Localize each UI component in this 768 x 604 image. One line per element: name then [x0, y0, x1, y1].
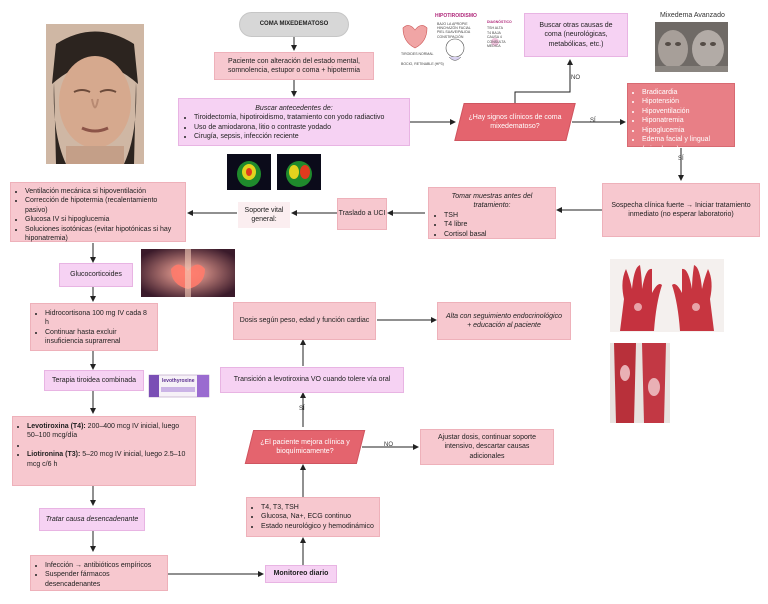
monitor-list-node: T4, T3, TSH Glucosa, Na+, ECG continuo E… — [246, 497, 380, 537]
sign-item: Hipoventilación — [642, 107, 729, 116]
monitor-item: Glucosa, Na+, ECG continuo — [261, 512, 374, 521]
thyroid-doses-node: Levotiroxina (T4): 200–400 mcg IV inicia… — [12, 416, 196, 486]
hydrocortisone-node: Hidrocortisona 100 mg IV cada 8 h Contin… — [30, 303, 158, 351]
dose-item: Levotiroxina (T4): 200–400 mcg IV inicia… — [27, 422, 190, 441]
patient-node: Paciente con alteración del estado menta… — [214, 52, 374, 80]
sample-item: T4 libre — [444, 220, 549, 229]
history-node: Buscar antecedentes de: Tiroidectomía, h… — [178, 98, 410, 146]
sign-item: Hiponatremia — [642, 116, 729, 125]
discharge-node: Alta con seguimiento endocrinológico + e… — [437, 302, 571, 340]
samples-list: TSH T4 libre Cortisol basal — [435, 211, 549, 239]
history-title: Buscar antecedentes de: — [255, 105, 333, 112]
hands-edema-photo — [610, 259, 724, 332]
history-item: Cirugía, sepsis, infección reciente — [194, 132, 403, 141]
trigger-list: Infección → antibióticos empíricos Suspe… — [36, 561, 162, 589]
hydrocortisone-item: Hidrocortisona 100 mg IV cada 8 h — [45, 309, 152, 328]
adjust-node: Ajustar dosis, continuar soporte intensi… — [420, 429, 554, 465]
monitor-list: T4, T3, TSH Glucosa, Na+, ECG continuo E… — [252, 503, 374, 531]
signs-list: Bradicardia Hipotensión Hipoventilación … — [633, 88, 729, 154]
hydrocortisone-list: Hidrocortisona 100 mg IV cada 8 h Contin… — [36, 309, 152, 347]
label-yes: SÍ — [590, 118, 596, 124]
infographic-left2: BOCIO, RETINABLE (HP3) — [401, 62, 444, 66]
label-no: NO — [571, 75, 580, 81]
decision-signs: ¿Hay signos clínicos de coma mixedematos… — [468, 113, 562, 130]
thyroid-anatomy-image — [141, 249, 235, 297]
monitor-item: T4, T3, TSH — [261, 503, 374, 512]
thyroid-doses-list: Levotiroxina (T4): 200–400 mcg IV inicia… — [18, 422, 190, 469]
sample-item: TSH — [444, 211, 549, 220]
infographic-title: HIPOTIROIDISMO — [435, 13, 477, 19]
legs-edema-photo — [610, 343, 670, 423]
hypothyroidism-infographic: HIPOTIROIDISMO TIROIDES NORMAL BOCIO, RE… — [397, 12, 515, 74]
support-item: Ventilación mecánica si hipoventilación — [25, 187, 180, 196]
samples-node: Tomar muestras antes del tratamiento: TS… — [428, 187, 556, 239]
start-node: COMA MIXEDEMATOSO — [239, 12, 349, 37]
combined-therapy-node: Terapia tiroidea combinada — [44, 370, 144, 391]
patient-face-photo — [46, 24, 144, 164]
trigger-item: Infección → antibióticos empíricos — [45, 561, 162, 570]
sign-item: Bradicardia — [642, 88, 729, 97]
samples-title: Tomar muestras antes del tratamiento: — [451, 193, 533, 210]
icu-node: Traslado a UCI — [337, 198, 387, 230]
sign-item: Edema facial y lingual (mixedema) — [642, 135, 729, 154]
support-list: Ventilación mecánica si hipoventilación … — [16, 187, 180, 244]
suspicion-node: Sospecha clínica fuerte → Iniciar tratam… — [602, 183, 760, 237]
dose-node: Dosis según peso, edad y función cardiac — [233, 302, 376, 340]
decision-improve: ¿El paciente mejora clínica y bioquímica… — [260, 438, 350, 455]
infographic-left: TIROIDES NORMAL — [401, 52, 434, 56]
trigger-node: Tratar causa desencadenante — [39, 508, 145, 531]
label-yes: SÍ — [678, 156, 684, 162]
dose-item-empty — [27, 441, 190, 450]
signs-node: Bradicardia Hipotensión Hipoventilación … — [627, 83, 735, 153]
levothyroxine-product-image: levothyroxine — [147, 371, 213, 399]
thyroid-scan-image — [227, 154, 321, 190]
support-item: Corrección de hipotermia (recalentamient… — [25, 196, 180, 215]
product-label: levothyroxine — [162, 378, 195, 384]
sample-item: Cortisol basal — [444, 230, 549, 239]
support-list-node: Ventilación mecánica si hipoventilación … — [10, 182, 186, 242]
history-item: Tiroidectomía, hipotiroidismo, tratamien… — [194, 113, 403, 122]
infographic-right-title: DIAGNÓSTICO — [487, 20, 512, 24]
trigger-list-node: Infección → antibióticos empíricos Suspe… — [30, 555, 168, 591]
transition-node: Transición a levotiroxina VO cuando tole… — [220, 367, 404, 393]
monitor-item: Estado neurológico y hemodinámico — [261, 522, 374, 531]
sign-item: Hipotensión — [642, 97, 729, 106]
trigger-item: Suspender fármacos desencadenantes — [45, 570, 162, 589]
support-item: Glucosa IV si hipoglucemia — [25, 215, 180, 224]
hydrocortisone-item: Continuar hasta excluir insuficiencia su… — [45, 328, 152, 347]
photo-caption: Mixedema Avanzado — [660, 12, 725, 19]
label-yes: SÍ — [299, 406, 305, 412]
monitoring-node: Monitoreo diario — [265, 565, 337, 583]
history-list: Tiroidectomía, hipotiroidismo, tratamien… — [185, 113, 403, 141]
support-node: Soporte vital general: — [238, 202, 290, 228]
other-causes-node: Buscar otras causas de coma (neurológica… — [524, 13, 628, 57]
advanced-myxedema-photo — [655, 22, 728, 72]
glucocorticoids-node: Glucocorticoides — [59, 263, 133, 287]
sign-item: Hipoglucemia — [642, 126, 729, 135]
dose-item: Liotironina (T3): 5–20 mcg IV inicial, l… — [27, 450, 190, 469]
history-item: Uso de amiodarona, litio o contraste yod… — [194, 123, 403, 132]
label-no: NO — [384, 442, 393, 448]
support-item: Soluciones isotónicas (evitar hipotónica… — [25, 225, 180, 244]
